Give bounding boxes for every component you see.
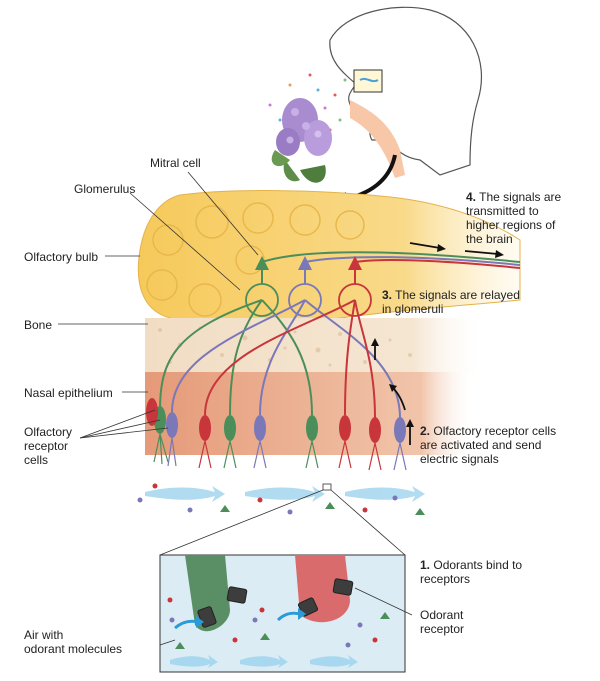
step-2-number: 2.	[420, 424, 431, 438]
odorant-molecules-air	[137, 483, 425, 515]
label-nasal-epithelium: Nasal epithelium	[24, 386, 113, 400]
inset-content	[167, 555, 390, 668]
human-head-illustration	[329, 6, 482, 178]
label-bone: Bone	[24, 318, 53, 332]
label-olfactory-bulb: Olfactory bulb	[24, 250, 99, 264]
cilia	[153, 433, 407, 471]
label-olfactory-receptor-cells: Olfactory receptor cells	[24, 425, 73, 467]
bone-layer	[145, 318, 480, 372]
lilac-flower	[271, 98, 332, 183]
step-2: 2. Olfactory receptor cells are activate…	[420, 424, 556, 466]
step-3-text: The signals are relayed in glomeruli	[382, 288, 520, 316]
step-4-text: The signals are transmitted to higher re…	[466, 190, 562, 246]
step-1-text: Odorants bind to receptors	[420, 558, 523, 586]
receptor-cell-bodies	[146, 398, 406, 443]
step-3: 3. The signals are relayed in glomeruli	[382, 288, 520, 316]
step-2-text: Olfactory receptor cells are activated a…	[420, 424, 557, 466]
air-flow-arrows	[145, 486, 425, 502]
label-glomerulus: Glomerulus	[74, 182, 136, 196]
mitral-cells	[255, 256, 362, 284]
signal-arrows	[371, 242, 504, 445]
nasal-cavity-highlight	[353, 69, 383, 93]
label-odorant-receptor: Odorant receptor	[420, 608, 465, 636]
step-1: 1. Odorants bind to receptors	[420, 558, 522, 586]
receptor-protein-red	[297, 578, 354, 617]
receptor-neurons	[159, 251, 521, 419]
inset-air-flow	[170, 655, 358, 668]
leader-lines	[58, 171, 413, 646]
label-mitral-cell: Mitral cell	[150, 156, 201, 170]
olfactory-bulb	[137, 190, 521, 325]
step-4: 4. The signals are transmitted to higher…	[466, 190, 561, 246]
inset-odorants	[167, 597, 390, 649]
step-1-number: 1.	[420, 558, 431, 572]
step-3-number: 3.	[382, 288, 393, 302]
zoom-source-box	[322, 483, 332, 491]
label-air-with-odorant: Air with odorant molecules	[24, 628, 123, 656]
step-4-number: 4.	[466, 190, 477, 204]
